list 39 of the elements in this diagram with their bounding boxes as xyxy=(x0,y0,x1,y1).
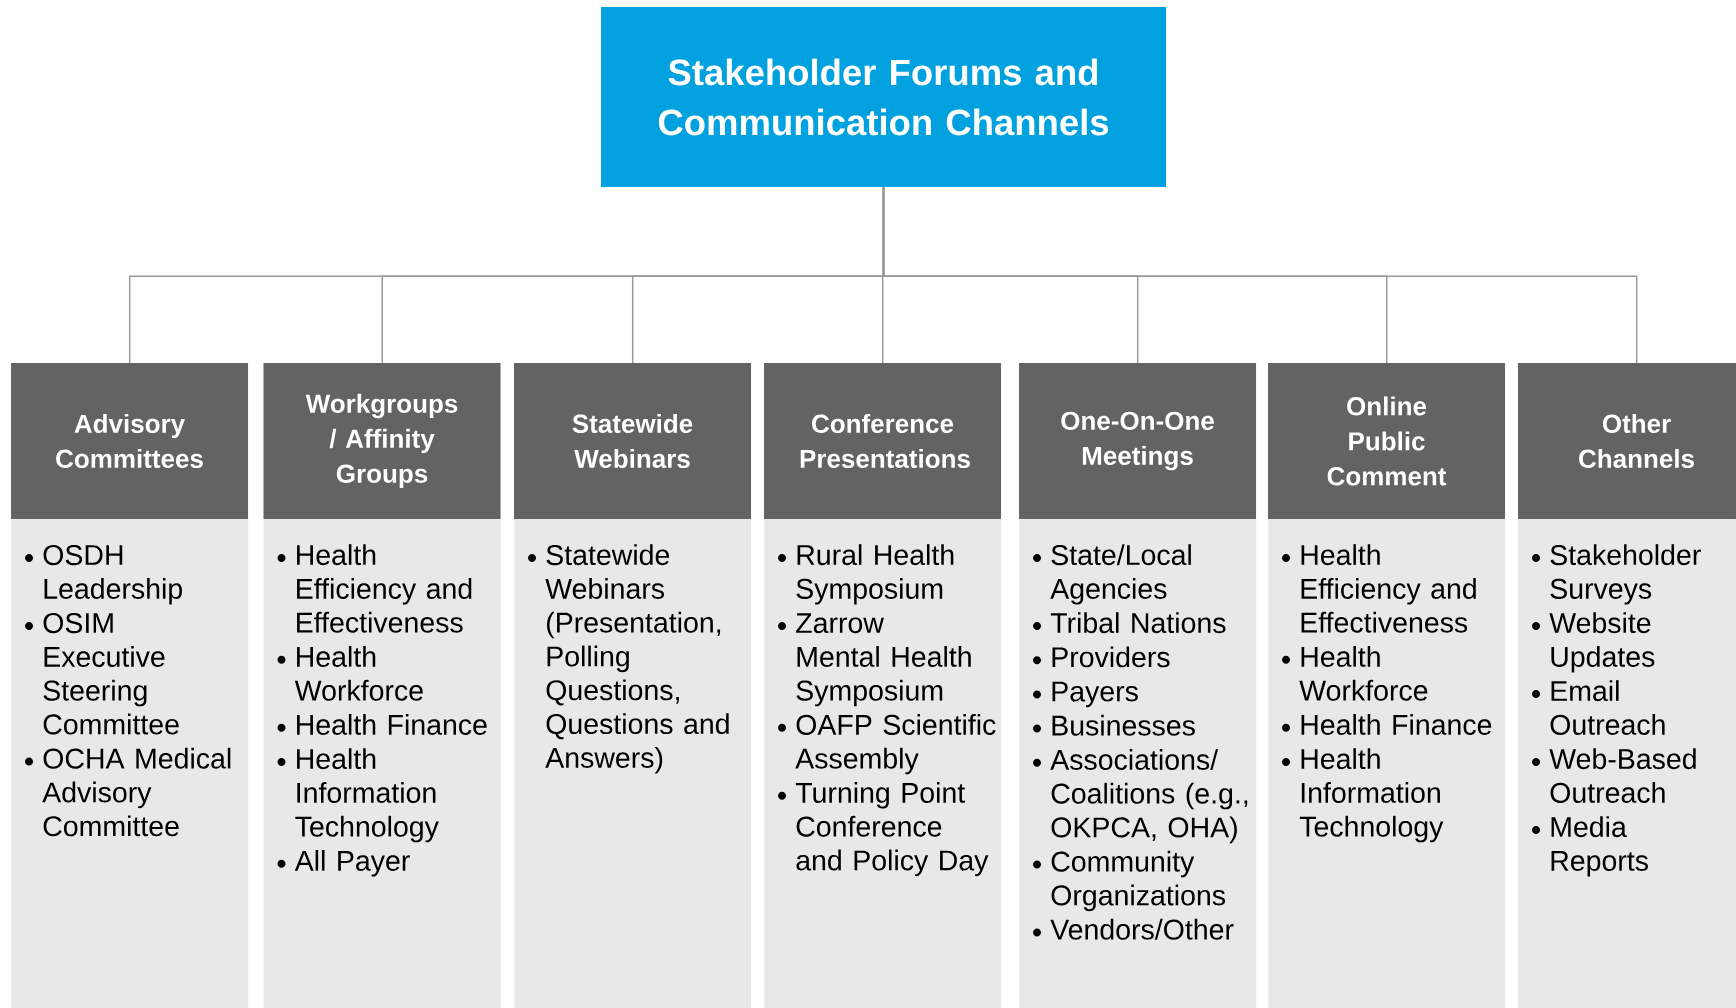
bullet-item: Providers xyxy=(1052,646,1170,668)
column-panel: Other Channels Stakeholder Surveys Website Updates Email Outreach Web-Based Outreach Media Reports xyxy=(1518,363,1736,1008)
bullet-item: Email Outreach xyxy=(1550,680,1665,735)
bullet-item: OCHA Medical Advisory Committee xyxy=(42,747,231,837)
bullet-item: Associations/ Coalitions (e.g., OKPCA, OHA) xyxy=(1050,749,1248,844)
bullet-item: Statewide Webinars (Presentation, Polling Questions, Questions and Answers) xyxy=(545,544,729,774)
bullet-item: Payers xyxy=(1052,681,1138,708)
bullet-item: Health Efficiency and Effectiveness xyxy=(297,544,472,633)
bullet-item: Health Finance xyxy=(1301,714,1492,735)
title-box: Stakeholder Forums and Communication Channels xyxy=(601,7,1166,187)
connector-line xyxy=(882,186,1638,364)
bullet-item: Community Organizations xyxy=(1051,850,1225,912)
bullet-item: Website Updates xyxy=(1549,612,1655,673)
bullet-item: Tribal Nations xyxy=(1050,612,1226,634)
bullet-item: Turning Point Conference and Policy Day xyxy=(795,782,989,877)
column-panel: One-On-One Meetings State/Local Agencies Tribal Nations Providers Payers Businesses Associations/ Coalitions (e.g., OKPCA, OHA) Community Organizations Vendors/Other xyxy=(1019,363,1257,1008)
bullet-item: Media Reports xyxy=(1551,816,1648,877)
column-panel: Conference Presentations Rural Health Symposium Zarrow Mental Health Symposium OAFP Scientific Assembly Turning Point Conference and Policy Day xyxy=(764,363,1002,1008)
bullet-item: OSIM Executive Steering Committee xyxy=(43,612,179,735)
bullet-item: OSDH Leadership xyxy=(43,544,182,605)
column-panel: Advisory Committees OSDH Leadership OSIM Executive Steering Committee OCHA Medical Advisory Committee xyxy=(11,363,249,1008)
bullet-item: Rural Health Symposium xyxy=(796,544,954,605)
bullet-item: All Payer xyxy=(294,850,410,877)
bullet-item: Stakeholder Surveys xyxy=(1550,544,1701,605)
bullet-item: Health Finance xyxy=(297,714,487,735)
bullet-item: OAFP Scientific Assembly xyxy=(795,714,996,775)
bullet-item: Health Information Technology xyxy=(1299,748,1444,843)
bullet-item: Businesses xyxy=(1052,714,1195,736)
bullet-item: Vendors/Other xyxy=(1050,918,1234,940)
bullet-item: Web-Based Outreach xyxy=(1549,748,1696,803)
bullet-item: Health Workforce xyxy=(294,646,423,701)
column-panel: Statewide Webinars Statewide Webinars (Presentation, Polling Questions, Questions and Answers) xyxy=(514,363,752,1008)
bullet-item: Zarrow Mental Health Symposium xyxy=(796,613,971,707)
bullet-item: State/Local Agencies xyxy=(1050,544,1191,605)
bullet-item: Health Workforce xyxy=(1299,646,1428,701)
bullet-item: Health Efficiency and Effectiveness xyxy=(1301,544,1476,633)
column-panel: Workgroups / Affinity Groups Health Efficiency and Effectiveness Health Workforce Health Finance Health Information Technology All Payer xyxy=(263,363,501,1008)
bullet-item: Health Information Technology xyxy=(295,748,439,843)
column-panel: Online Public Comment Health Efficiency and Effectiveness Health Workforce Health Finance Health Information Technology xyxy=(1268,363,1506,1008)
